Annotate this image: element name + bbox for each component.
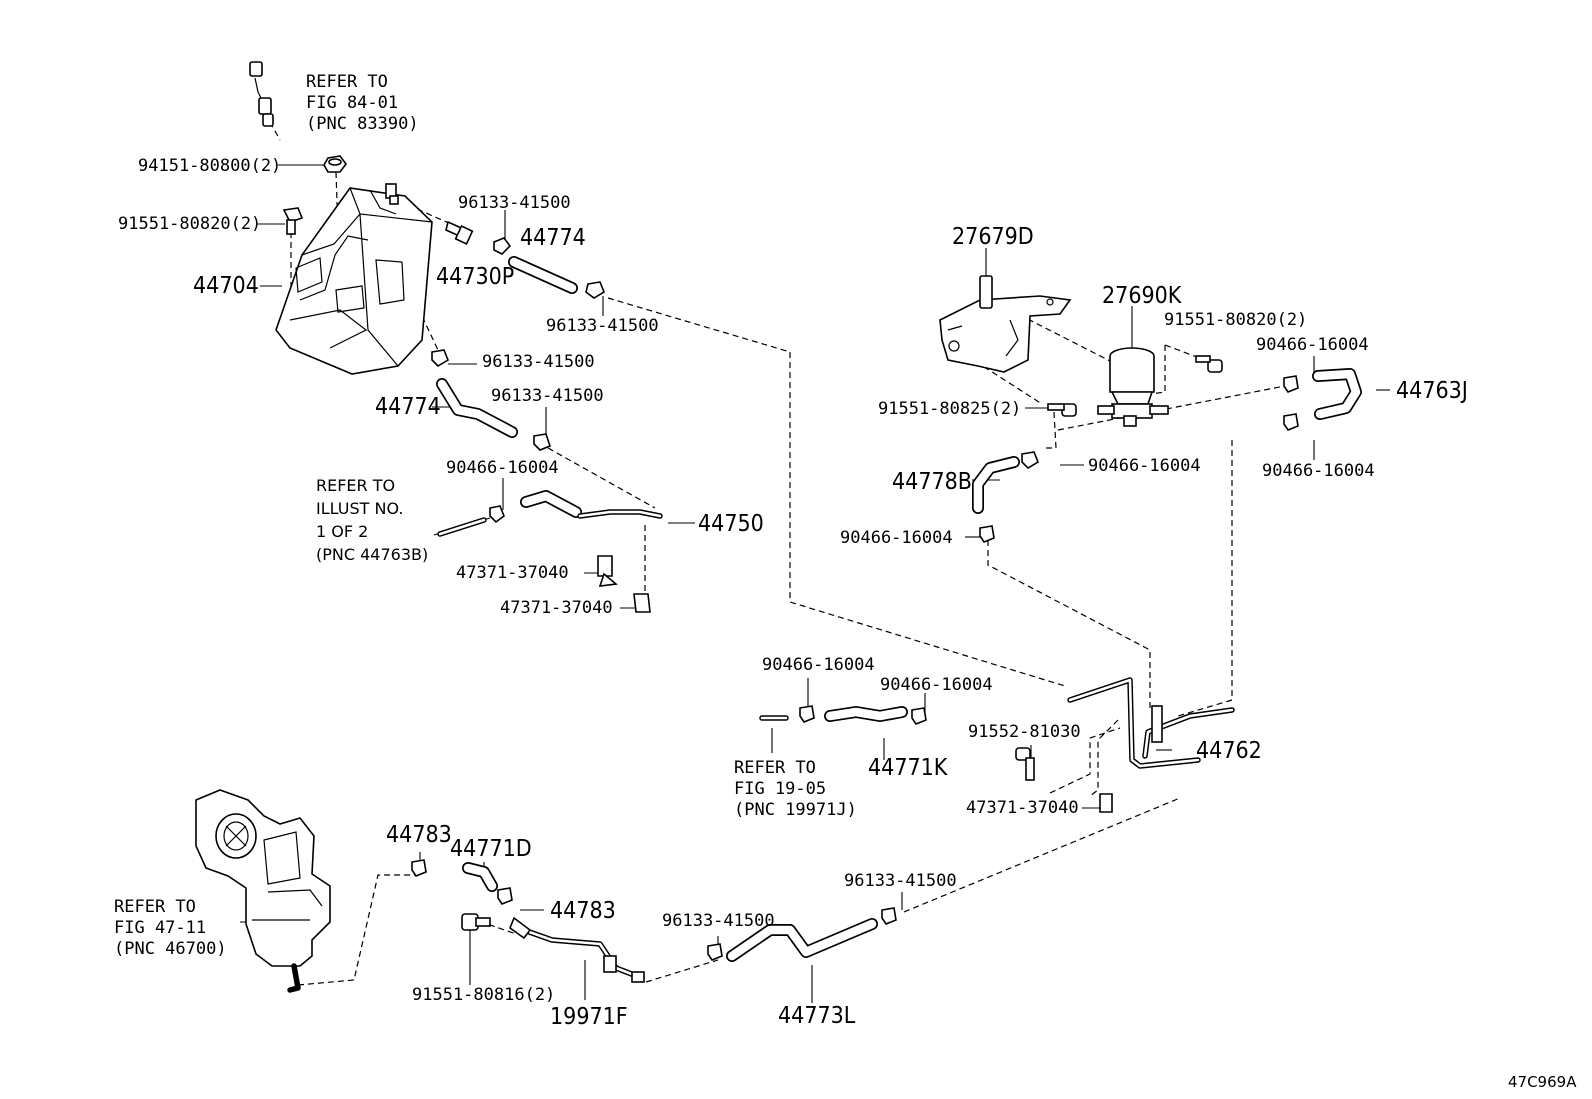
label-94151: 94151-80800(2)	[138, 156, 281, 176]
label-44771K: 44771K	[868, 755, 948, 781]
metal-pipes	[515, 509, 1235, 981]
label-91551-d: 91551-80816(2)	[412, 985, 555, 1005]
label-96133-a: 96133-41500	[458, 193, 571, 213]
dashed-guide-lines	[269, 121, 1291, 986]
label-91551-c: 91551-80825(2)	[878, 399, 1021, 419]
label-96133-d: 96133-41500	[491, 386, 604, 406]
label-90466-b: 90466-16004	[1256, 335, 1369, 355]
label-44762: 44762	[1196, 738, 1262, 764]
label-96133-f: 96133-41500	[844, 871, 957, 891]
label-96133-b: 96133-41500	[546, 316, 659, 336]
svg-text:(PNC 44763B): (PNC 44763B)	[316, 545, 428, 564]
label-91552: 91552-81030	[968, 722, 1081, 742]
svg-text:REFER TO: REFER TO	[734, 758, 816, 778]
label-27679D: 27679D	[952, 224, 1034, 250]
rubber-hoses	[436, 256, 1362, 962]
label-44771D: 44771D	[450, 836, 532, 862]
svg-text:(PNC 83390): (PNC 83390)	[306, 114, 419, 134]
label-90466-a: 90466-16004	[446, 458, 559, 478]
ref-fig19: REFER TO FIG 19-05 (PNC 19971J)	[734, 758, 857, 820]
label-44763J: 44763J	[1396, 378, 1468, 404]
label-47371-c: 47371-37040	[966, 798, 1079, 818]
label-44704: 44704	[193, 273, 259, 299]
svg-text:FIG 47-11: FIG 47-11	[114, 918, 206, 938]
oxygen-sensor-connector	[249, 61, 274, 127]
label-44773L: 44773L	[778, 1003, 856, 1029]
label-90466-e: 90466-16004	[840, 528, 953, 548]
ref-fig47: REFER TO FIG 47-11 (PNC 46700)	[114, 897, 227, 959]
label-27690K: 27690K	[1102, 283, 1182, 309]
svg-text:REFER TO: REFER TO	[316, 476, 395, 495]
vsv-bracket	[939, 275, 1072, 373]
bolt-icon	[282, 207, 304, 235]
svg-text:(PNC 19971J): (PNC 19971J)	[734, 800, 857, 820]
check-valve	[445, 220, 474, 245]
label-90466-c: 90466-16004	[1088, 456, 1201, 476]
vacuum-switching-valve	[1097, 347, 1169, 427]
label-47371-b: 47371-37040	[500, 598, 613, 618]
hose-clamps	[411, 237, 1299, 961]
small-bolts	[461, 355, 1223, 983]
label-44730P: 44730P	[436, 264, 514, 290]
svg-text:REFER TO: REFER TO	[306, 72, 388, 92]
label-19971F: 19971F	[550, 1004, 628, 1030]
label-90466-d: 90466-16004	[1262, 461, 1375, 481]
svg-text:ILLUST NO.: ILLUST NO.	[316, 499, 403, 518]
label-90466-g: 90466-16004	[880, 675, 993, 695]
label-44774-b: 44774	[375, 394, 441, 420]
label-44750: 44750	[698, 511, 764, 537]
leader-lines	[240, 164, 1390, 1003]
label-91551-a: 91551-80820(2)	[118, 214, 261, 234]
svg-text:FIG 19-05: FIG 19-05	[734, 779, 826, 799]
label-44778B: 44778B	[892, 469, 972, 495]
pipe-clips	[597, 555, 1113, 813]
label-47371-a: 47371-37040	[456, 563, 569, 583]
svg-text:1 OF 2: 1 OF 2	[316, 522, 368, 541]
nut-icon	[323, 155, 347, 173]
throttle-body	[195, 789, 331, 993]
svg-text:(PNC 46700): (PNC 46700)	[114, 939, 227, 959]
label-96133-c: 96133-41500	[482, 352, 595, 372]
ref-fig84: REFER TO FIG 84-01 (PNC 83390)	[306, 72, 419, 134]
svg-text:REFER TO: REFER TO	[114, 897, 196, 917]
label-44783-b: 44783	[550, 898, 616, 924]
svg-text:FIG 84-01: FIG 84-01	[306, 93, 398, 113]
label-44774-a: 44774	[520, 225, 586, 251]
ref-illust: REFER TO ILLUST NO. 1 OF 2 (PNC 44763B)	[316, 476, 428, 564]
label-91551-b: 91551-80820(2)	[1164, 310, 1307, 330]
charcoal-canister	[275, 183, 433, 375]
label-96133-e: 96133-41500	[662, 911, 775, 931]
diagram-code: 47C969A	[1508, 1073, 1577, 1091]
label-44783-a: 44783	[386, 822, 452, 848]
label-90466-f: 90466-16004	[762, 655, 875, 675]
